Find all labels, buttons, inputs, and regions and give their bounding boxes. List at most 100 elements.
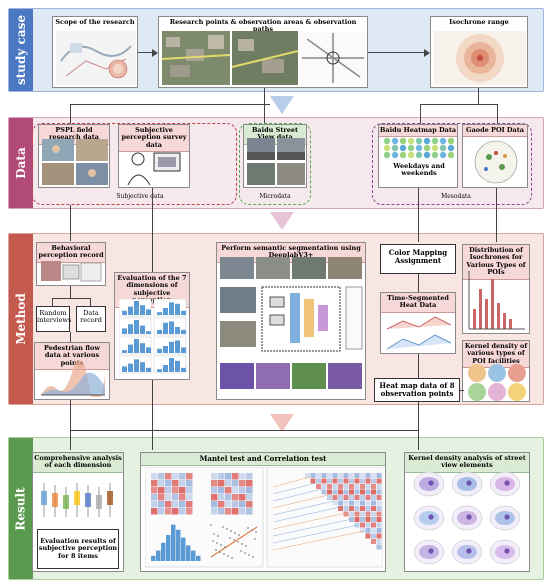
mantel-matrix-cell (349, 500, 354, 506)
correlation-cell (211, 473, 218, 480)
correlation-cell (179, 508, 186, 515)
correlation-cell (158, 473, 165, 480)
mantel-matrix-cell (332, 500, 338, 506)
correlation-cell (165, 487, 172, 494)
correlation-cell (151, 487, 158, 494)
boxplot-box (107, 491, 113, 505)
aerial-images (162, 31, 366, 85)
scatter-point (217, 535, 219, 537)
mantel-matrix-cell (371, 511, 376, 517)
scatter-point (254, 538, 256, 540)
pedestrian-flow-box: Pedestrian flow data at various points (34, 342, 110, 400)
histogram-bar (175, 360, 180, 372)
research-points-box: Research points & observation areas & ob… (158, 16, 368, 88)
mantel-link (272, 482, 317, 495)
scatter-point (241, 543, 243, 545)
survey-illustration (127, 152, 181, 185)
color-mapping-label: Color Mapping Assignment (388, 248, 448, 266)
segmentation-diagram (220, 257, 363, 389)
mantel-link (272, 518, 353, 537)
histogram-bar (175, 303, 180, 315)
kernel-density-peak (504, 480, 510, 486)
mantel-link (272, 512, 347, 530)
scatter-point (224, 546, 226, 548)
scatter-point (238, 534, 240, 536)
mantel-charts (145, 467, 383, 568)
mantel-matrix-cell (365, 506, 371, 511)
correlation-cell (232, 501, 239, 508)
study-case-label: study case (9, 9, 33, 91)
correlation-cell (158, 508, 165, 515)
histogram-bar (156, 550, 161, 561)
correlation-cell (225, 487, 232, 494)
correlation-cell (225, 508, 232, 515)
scatter-point (237, 541, 239, 543)
mantel-matrix-cell (365, 484, 371, 489)
mantel-matrix-cell (354, 489, 360, 495)
isochrone-map-image (434, 31, 526, 85)
mantel-matrix-cell (360, 495, 365, 500)
histogram-bar (163, 346, 168, 353)
mantel-matrix-cell (343, 489, 349, 495)
pspl-photos (42, 139, 108, 185)
histogram-bar (169, 321, 174, 334)
line-to-pspl (70, 104, 72, 126)
histogram-bar (157, 369, 162, 372)
mantel-matrix-cell (338, 489, 343, 495)
mantel-matrix-cell (343, 473, 349, 478)
correlation-cell (239, 501, 246, 508)
correlation-cell (218, 501, 225, 508)
mantel-matrix-cell (365, 473, 371, 478)
correlation-cell (165, 501, 172, 508)
mantel-matrix-cell (371, 478, 376, 484)
boxplots (41, 483, 113, 517)
mantel-link (272, 524, 359, 544)
mantel-matrix-cell (376, 478, 382, 484)
correlation-cell (246, 501, 253, 508)
correlation-cell (179, 501, 186, 508)
mantel-matrix-cell (349, 484, 354, 489)
scatter-point (231, 557, 233, 559)
mantel-matrix-cell (316, 484, 321, 489)
histogram-bar (157, 348, 162, 353)
gaode-poi-title: Gaode POI Data (463, 125, 527, 138)
kernel-street-maps (413, 471, 521, 565)
mantel-matrix-cell (321, 484, 327, 489)
heatmap-dot (423, 144, 431, 152)
histogram-bar (175, 327, 180, 334)
correlation-cell (186, 487, 193, 494)
mantel-matrix-cell (349, 511, 354, 517)
time-heat-plots (386, 316, 452, 350)
mantel-link (272, 530, 365, 551)
mantel-link (272, 488, 323, 502)
mantel-matrix-cell (371, 473, 376, 478)
mantel-matrix-cell (343, 500, 349, 506)
correlation-cell (179, 473, 186, 480)
kernel-poi-box: Kernel density of various types of POI f… (462, 340, 530, 402)
mantel-matrix-cell (343, 478, 349, 484)
line-color-to-time (418, 274, 420, 292)
correlation-cell (186, 494, 193, 501)
correlation-cell (246, 480, 253, 487)
scatter-point (223, 553, 225, 555)
histogram-bar (181, 367, 186, 372)
flow-chart (41, 361, 105, 397)
line-split-h (52, 298, 90, 300)
correlation-cell (218, 473, 225, 480)
correlation-cell (172, 501, 179, 508)
mantel-matrix-cell (338, 500, 343, 506)
correlation-cell (179, 480, 186, 487)
correlation-cell (225, 480, 232, 487)
heatmap-dot (391, 137, 399, 145)
mantel-matrix-cell (376, 495, 382, 500)
heatmap-dot (407, 151, 415, 159)
histogram-bar (181, 347, 186, 353)
heatmap-dot (383, 137, 391, 145)
correlation-cell (218, 494, 225, 501)
mantel-matrix-cell (316, 473, 321, 478)
mantel-matrix-cell (354, 478, 360, 484)
histogram-bar (146, 309, 151, 315)
heatmap-dot (415, 151, 423, 159)
heatmap-dot (447, 151, 455, 159)
histogram-bar (191, 550, 196, 561)
